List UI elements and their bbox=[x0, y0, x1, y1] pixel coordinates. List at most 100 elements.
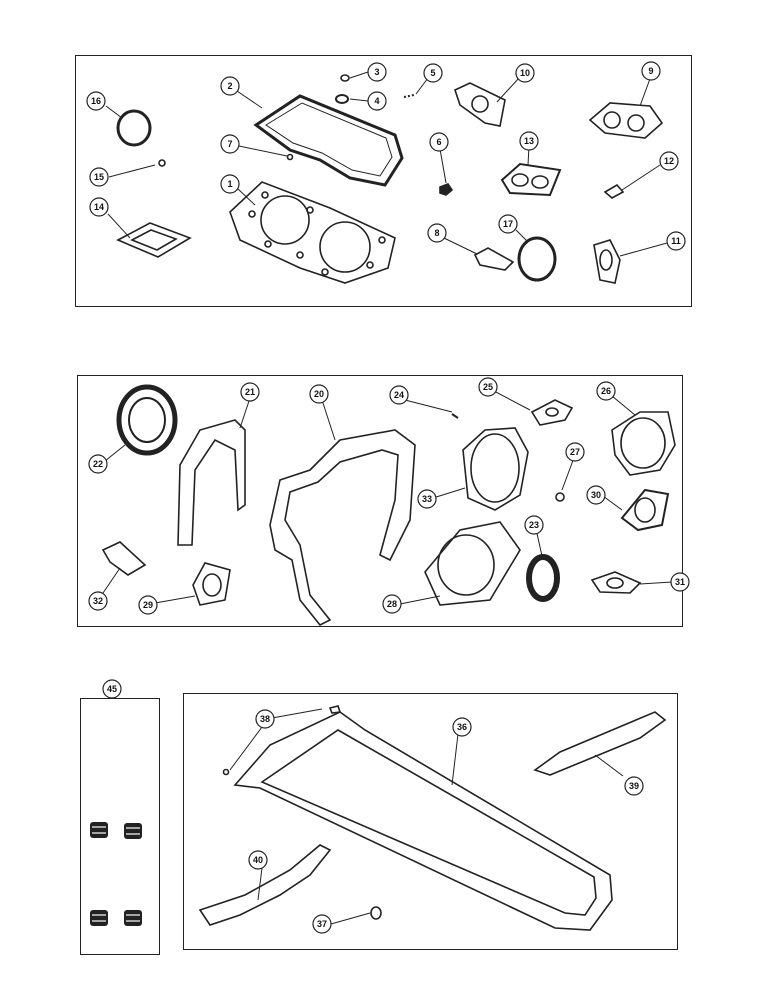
svg-text:16: 16 bbox=[91, 96, 101, 106]
svg-text:2: 2 bbox=[227, 81, 232, 91]
part-38-piece bbox=[328, 705, 342, 714]
part-24-clip bbox=[451, 413, 459, 419]
callout-9: 9 bbox=[641, 61, 661, 81]
kit-parts bbox=[90, 822, 142, 926]
svg-text:39: 39 bbox=[629, 781, 639, 791]
svg-text:15: 15 bbox=[94, 172, 104, 182]
svg-text:12: 12 bbox=[664, 156, 674, 166]
svg-text:25: 25 bbox=[483, 382, 493, 392]
callout-3: 3 bbox=[367, 62, 387, 82]
svg-text:7: 7 bbox=[227, 139, 232, 149]
panel-oil-pan bbox=[183, 693, 678, 950]
callout-38: 38 bbox=[255, 709, 275, 729]
svg-text:30: 30 bbox=[591, 490, 601, 500]
part-31-gasket bbox=[590, 571, 642, 594]
callout-6: 6 bbox=[429, 132, 449, 152]
callout-16: 16 bbox=[86, 91, 106, 111]
svg-text:4: 4 bbox=[374, 96, 379, 106]
part-8-gasket bbox=[473, 247, 515, 271]
part-2-gasket bbox=[253, 94, 404, 187]
callout-39: 39 bbox=[624, 776, 644, 796]
callout-8: 8 bbox=[427, 223, 447, 243]
svg-text:11: 11 bbox=[671, 236, 681, 246]
part-36-gasket bbox=[233, 711, 613, 931]
callout-13: 13 bbox=[519, 131, 539, 151]
svg-text:32: 32 bbox=[93, 596, 103, 606]
callout-5: 5 bbox=[423, 63, 443, 83]
callout-36: 36 bbox=[452, 717, 472, 737]
part-10-gasket bbox=[454, 82, 506, 127]
svg-text:23: 23 bbox=[529, 520, 539, 530]
svg-text:3: 3 bbox=[374, 67, 379, 77]
callout-20: 20 bbox=[309, 384, 329, 404]
part-14-gasket bbox=[116, 222, 192, 258]
callout-4: 4 bbox=[367, 91, 387, 111]
callout-17: 17 bbox=[498, 214, 518, 234]
part-17-oring bbox=[517, 236, 557, 282]
panel-middle bbox=[77, 375, 683, 627]
svg-text:24: 24 bbox=[394, 390, 404, 400]
callout-15: 15 bbox=[89, 167, 109, 187]
svg-text:29: 29 bbox=[143, 600, 153, 610]
callout-37: 37 bbox=[312, 914, 332, 934]
svg-text:31: 31 bbox=[675, 577, 685, 587]
part-6-nut bbox=[439, 183, 454, 196]
callout-7: 7 bbox=[220, 134, 240, 154]
svg-text:14: 14 bbox=[94, 202, 104, 212]
svg-text:1: 1 bbox=[227, 179, 232, 189]
part-37-plug bbox=[370, 906, 382, 920]
callout-30: 30 bbox=[586, 485, 606, 505]
part-11-gasket bbox=[593, 239, 621, 284]
svg-text:8: 8 bbox=[434, 228, 439, 238]
part-21-gasket bbox=[177, 419, 246, 546]
callout-2: 2 bbox=[220, 76, 240, 96]
svg-text:22: 22 bbox=[93, 459, 103, 469]
svg-text:20: 20 bbox=[314, 389, 324, 399]
svg-text:9: 9 bbox=[648, 66, 653, 76]
part-32-gasket bbox=[101, 541, 147, 576]
part-23-seal bbox=[526, 554, 560, 602]
part-40-gasket bbox=[198, 844, 332, 926]
callout-24: 24 bbox=[389, 385, 409, 405]
svg-text:17: 17 bbox=[503, 219, 513, 229]
callout-33: 33 bbox=[417, 489, 437, 509]
svg-text:10: 10 bbox=[520, 68, 530, 78]
part-28-gasket bbox=[424, 521, 521, 606]
callout-32: 32 bbox=[88, 591, 108, 611]
part-4-washer bbox=[335, 94, 349, 104]
callout-12: 12 bbox=[659, 151, 679, 171]
svg-text:37: 37 bbox=[317, 919, 327, 929]
svg-text:26: 26 bbox=[601, 386, 611, 396]
part-7-ring bbox=[286, 153, 294, 161]
part-33-gasket bbox=[462, 427, 529, 511]
part-13-gasket bbox=[500, 162, 562, 197]
svg-text:36: 36 bbox=[457, 722, 467, 732]
part-26-gasket bbox=[611, 411, 676, 476]
callout-22: 22 bbox=[88, 454, 108, 474]
callout-29: 29 bbox=[138, 595, 158, 615]
svg-text:6: 6 bbox=[436, 137, 441, 147]
svg-text:45: 45 bbox=[107, 684, 117, 694]
part-27-oring bbox=[555, 492, 565, 502]
part-9-gasket bbox=[588, 102, 664, 139]
part-30-gasket bbox=[620, 488, 670, 532]
part-12-fitting bbox=[603, 183, 625, 199]
callout-31: 31 bbox=[670, 572, 690, 592]
part-3-washer bbox=[340, 74, 350, 82]
part-22-seal bbox=[116, 384, 178, 456]
callout-40: 40 bbox=[248, 850, 268, 870]
callout-26: 26 bbox=[596, 381, 616, 401]
part-39-gasket bbox=[533, 711, 667, 776]
callout-25: 25 bbox=[478, 377, 498, 397]
callout-21: 21 bbox=[240, 382, 260, 402]
svg-text:38: 38 bbox=[260, 714, 270, 724]
callout-11: 11 bbox=[666, 231, 686, 251]
svg-text:28: 28 bbox=[387, 599, 397, 609]
svg-text:5: 5 bbox=[430, 68, 435, 78]
svg-text:13: 13 bbox=[524, 136, 534, 146]
svg-text:21: 21 bbox=[245, 387, 255, 397]
callout-1: 1 bbox=[220, 174, 240, 194]
svg-text:40: 40 bbox=[253, 855, 263, 865]
callout-23: 23 bbox=[524, 515, 544, 535]
